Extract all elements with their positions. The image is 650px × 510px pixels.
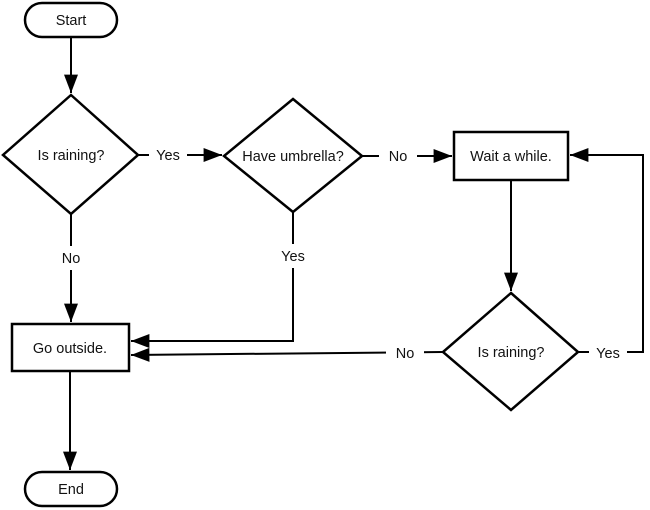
start-node-shape [23,1,119,39]
edge-label-yes-raining1: Yes [156,148,180,164]
have-umbrella-decision-label: Have umbrella? [242,149,344,165]
is-raining-decision-1-shape [1,93,140,216]
wait-a-while-node: Wait a while. [452,130,570,182]
edge-label-bg [386,342,424,364]
is-raining-decision-1-label: Is raining? [38,148,105,164]
edges-layer [63,37,644,471]
edge-label-bg [379,144,417,167]
end-node-label: End [58,482,84,498]
is-raining-decision-2-shape [441,291,580,412]
edge-label-no-umbrella: No [389,149,408,165]
edge-label-bg [274,244,312,268]
edge-labels-layer: Yes No No Yes No Yes [54,144,627,364]
edge-is-raining-2-yes-to-wait [569,148,644,353]
edge-label-yes-umbrella: Yes [281,249,305,265]
end-node: End [23,470,119,508]
end-node-shape [23,470,119,508]
is-raining-decision-2: Is raining? [441,291,580,412]
start-node: Start [23,1,119,39]
edge-label-no-raining1: No [62,251,81,267]
go-outside-node: Go outside. [10,322,131,373]
edge-label-yes-raining2: Yes [596,346,620,362]
edge-have-umbrella-yes-to-go-outside [130,212,294,348]
go-outside-node-shape [10,322,131,373]
nodes-layer: Start Is raining? Have umbrella? Wait a … [1,1,580,508]
edge-label-bg [149,144,187,167]
is-raining-decision-1: Is raining? [1,93,140,216]
have-umbrella-decision-shape [222,97,364,214]
wait-a-while-node-shape [452,130,570,182]
is-raining-decision-2-label: Is raining? [478,345,545,361]
edge-label-bg [54,246,88,270]
edge-label-bg [589,341,627,363]
edge-label-no-raining2: No [396,346,415,362]
have-umbrella-decision: Have umbrella? [222,97,364,214]
start-node-label: Start [56,13,87,29]
go-outside-node-label: Go outside. [33,341,107,357]
wait-a-while-node-label: Wait a while. [470,149,552,165]
